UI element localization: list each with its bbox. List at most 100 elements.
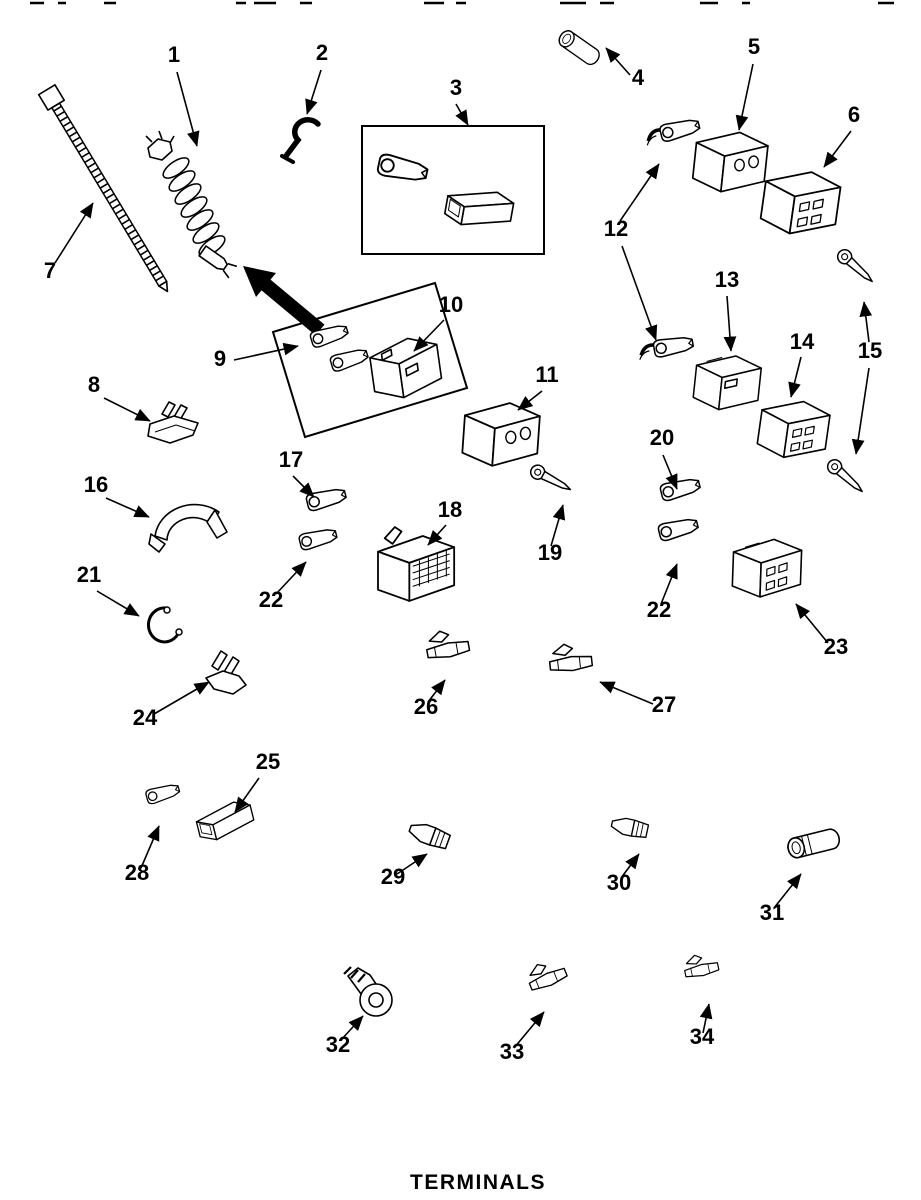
callout-p26: 26 <box>414 694 438 719</box>
part-31-sleeve: 31 <box>760 826 843 925</box>
part-9-terminal-box: 9 <box>214 266 469 439</box>
part-23-connector: 23 <box>732 538 848 659</box>
leader-p11 <box>517 390 543 411</box>
leader-p34 <box>699 1003 713 1034</box>
part-13-connector: 13 <box>691 267 764 415</box>
kit-terminal-drawing <box>375 152 430 186</box>
part-15-pin-terminals: 15 <box>824 246 882 498</box>
leader-p19 <box>550 504 566 547</box>
callout-p32: 32 <box>326 1032 350 1057</box>
leader-p9 <box>233 342 299 361</box>
part-33-terminal: 33 <box>500 955 569 1064</box>
part-26-terminal: 26 <box>414 625 471 719</box>
callout-p22a: 22 <box>259 587 283 612</box>
leader-p15-up <box>859 301 873 343</box>
leader-p22b <box>660 563 678 605</box>
leader-p24 <box>153 681 210 715</box>
part-28-terminal: 28 <box>125 781 182 885</box>
leader-p15-down <box>851 367 870 455</box>
part-29-terminal: 29 <box>381 819 452 889</box>
part-8-clip: 8 <box>88 372 199 444</box>
part-4-sleeve: 4 <box>555 27 645 90</box>
callout-p11: 11 <box>535 362 558 387</box>
callout-p1: 1 <box>168 42 180 67</box>
leader-p31 <box>773 873 802 909</box>
part-27-terminal: 27 <box>547 640 676 717</box>
leader-p30 <box>620 853 640 879</box>
leader-p5 <box>735 63 754 131</box>
leader-p1 <box>176 71 200 147</box>
callout-p2: 2 <box>316 40 328 65</box>
leader-p27 <box>599 681 654 705</box>
part-21-snap-ring: 21 <box>77 562 183 644</box>
callout-p5: 5 <box>748 34 760 59</box>
part-24-clip: 24 <box>133 650 247 730</box>
callout-p25: 25 <box>256 749 280 774</box>
leader-p22a <box>275 561 307 595</box>
part-1-coiled-harness: 1 <box>145 42 238 279</box>
leader-p8 <box>103 397 151 422</box>
callout-p14: 14 <box>790 329 815 354</box>
part-30-terminal: 30 <box>607 815 650 895</box>
callout-p8: 8 <box>88 372 100 397</box>
leader-p26 <box>427 679 446 703</box>
callout-p30: 30 <box>607 870 631 895</box>
part-6-connector: 6 <box>759 102 860 240</box>
part-22-terminal-left: 22 <box>259 525 339 612</box>
callout-p21: 21 <box>77 562 101 587</box>
leader-p7 <box>54 202 94 264</box>
callout-p34: 34 <box>690 1024 715 1049</box>
box-9-outline <box>271 281 469 439</box>
leader-p20 <box>662 454 678 490</box>
leader-p33 <box>513 1011 545 1049</box>
callout-p22b: 22 <box>647 597 671 622</box>
callout-p23: 23 <box>824 634 848 659</box>
callout-p17: 17 <box>279 447 303 472</box>
callout-p19: 19 <box>538 540 562 565</box>
part-5-connector: 5 <box>692 34 769 196</box>
callout-p7: 7 <box>44 258 56 283</box>
part-34-terminal: 34 <box>681 950 720 1049</box>
leader-p13 <box>723 295 737 352</box>
part-20-terminal: 20 <box>650 425 703 503</box>
part-3-terminal-kit-box: 3 <box>361 75 545 255</box>
leader-p28 <box>140 825 160 869</box>
kit-box-outline <box>361 125 545 255</box>
part-22-terminal-right: 22 <box>647 515 701 622</box>
callout-p31: 31 <box>760 900 784 925</box>
callout-p4: 4 <box>632 65 645 90</box>
leader-p12-up <box>619 163 660 222</box>
callout-p20: 20 <box>650 425 674 450</box>
callout-p3: 3 <box>450 75 462 100</box>
callout-p27: 27 <box>652 692 676 717</box>
leader-p29 <box>396 853 428 875</box>
leader-p2 <box>305 69 322 115</box>
leader-p16 <box>105 497 150 518</box>
part-10-connector: 10 <box>367 292 463 403</box>
part-18-connector: 18 <box>377 497 462 602</box>
callout-p29: 29 <box>381 864 405 889</box>
page-title: TERMINALS <box>410 1171 546 1194</box>
leader-p12-down <box>621 245 658 341</box>
leader-p6 <box>823 130 852 168</box>
part-32-ring-terminal: 32 <box>326 966 393 1057</box>
callout-p10: 10 <box>439 292 463 317</box>
leader-p14 <box>788 356 802 398</box>
leader-p4 <box>605 47 631 76</box>
leader-p23 <box>795 603 829 644</box>
part-7-cable-tie: 7 <box>37 84 169 293</box>
part-14-connector: 14 <box>756 329 831 463</box>
callout-p9: 9 <box>214 346 226 371</box>
callout-p18: 18 <box>438 497 462 522</box>
callout-p33: 33 <box>500 1039 524 1064</box>
leader-p32 <box>340 1015 364 1041</box>
callout-p28: 28 <box>125 860 149 885</box>
part-11-connector: 11 <box>462 362 559 469</box>
callout-p24: 24 <box>133 705 158 730</box>
callout-p15: 15 <box>858 338 882 363</box>
leader-p3 <box>455 103 469 126</box>
callout-p12: 12 <box>604 216 628 241</box>
part-17-terminal: 17 <box>279 447 349 513</box>
